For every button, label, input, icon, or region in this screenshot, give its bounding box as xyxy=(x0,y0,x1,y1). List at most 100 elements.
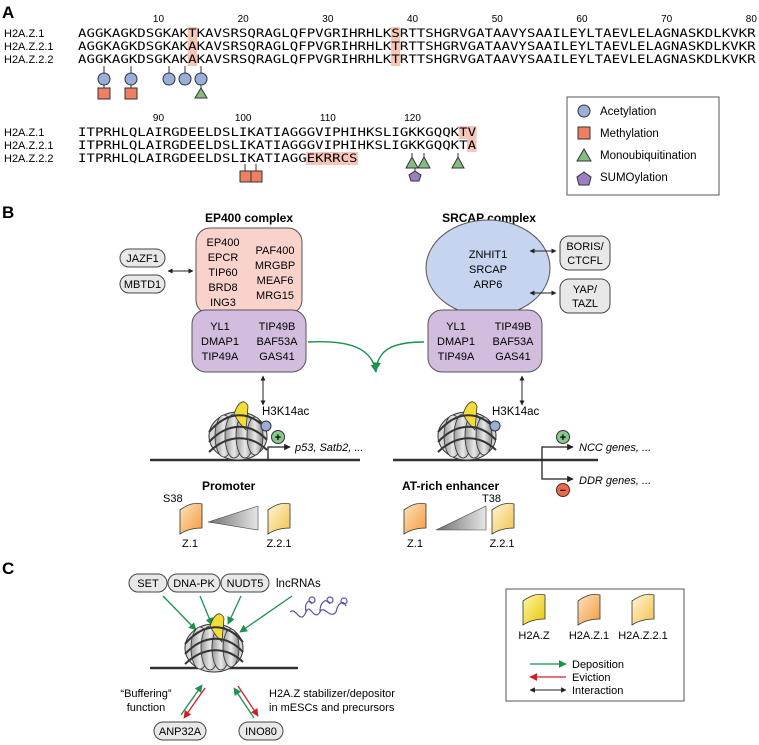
h3k14ac-left: H3K14ac xyxy=(262,406,310,418)
eviction-arrow xyxy=(183,687,206,719)
variant-name: H2A.Z.1 xyxy=(4,28,44,40)
sequence-text: AGGKAGKDSGKAKAKAVSRSQRAGLQFPVGRIHRHLKTRT… xyxy=(78,52,756,66)
sequence-text: AGGKAGKDSGKAKAKAVSRSQRAGLQFPVGRIHRHLKTRT… xyxy=(78,39,756,53)
enhancer-left-variant: Z.1 xyxy=(407,538,423,550)
sumoylation-marker xyxy=(408,170,422,182)
deposition-arrow xyxy=(239,595,293,633)
variant-name: H2A.Z.2.2 xyxy=(4,54,54,66)
ruler-tick: 120 xyxy=(404,113,421,124)
legend-acetylation: Acetylation xyxy=(600,106,656,118)
methylation-marker xyxy=(124,87,138,100)
jazf1-label: JAZF1 xyxy=(126,253,158,265)
variant-name: H2A.Z.2.2 xyxy=(4,153,54,165)
lncrna-icon xyxy=(289,596,348,618)
mbtd1-pill xyxy=(119,274,166,294)
legend-h2az: H2A.Z xyxy=(518,630,549,642)
anp32a-label: ANP32A xyxy=(159,726,202,738)
legend-deposition: Deposition xyxy=(572,659,624,671)
yap-pill xyxy=(559,278,611,314)
left-genes: p53, Satb2, ... xyxy=(294,442,364,454)
variant-z21-icon xyxy=(491,502,515,535)
panel-c-legend: H2A.Z H2A.Z.1 H2A.Z.2.1 Deposition Evict… xyxy=(505,588,685,702)
variant-z21-icon xyxy=(267,502,291,535)
ep400-subunit: DMAP1 xyxy=(201,336,239,348)
srcap-subunit: BAF53A xyxy=(493,336,535,348)
dnapk-label: DNA-PK xyxy=(173,578,215,590)
ep400-subunit: PAF400 xyxy=(256,245,295,257)
legend-h2az1: H2A.Z.1 xyxy=(569,630,609,642)
monoubiquitination-icon xyxy=(576,148,592,162)
acetyl-mark-right xyxy=(489,420,501,432)
ep400-subunit: BAF53A xyxy=(257,336,299,348)
ncc-genes: NCC genes, ... xyxy=(579,442,651,454)
ptm-markers-row2 xyxy=(239,153,465,183)
deposition-arrow xyxy=(162,595,197,631)
anp32a-pill xyxy=(153,721,207,741)
legend-eviction: Eviction xyxy=(572,672,611,684)
legend-interaction: Interaction xyxy=(572,685,623,697)
ruler-tick: 80 xyxy=(746,14,758,25)
variant-z1-icon xyxy=(403,502,427,535)
ep400-subunit: EP400 xyxy=(206,237,239,249)
deposition-arrow xyxy=(199,595,213,626)
variant-name: H2A.Z.2.1 xyxy=(4,140,54,152)
legend-h2az21: H2A.Z.2.1 xyxy=(618,630,668,642)
tazl-label: TAZL xyxy=(572,298,598,310)
ep400-subunit: GAS41 xyxy=(259,351,294,363)
enhancer-right-variant: Z.2.1 xyxy=(489,538,514,550)
legend-sumoylation: SUMOylation xyxy=(600,172,668,184)
jazf1-pill xyxy=(119,248,166,268)
sequence-text: ITPRHLQLAIRGDEELDSLIKATIAGGGVIPHIHKSLIGK… xyxy=(78,125,476,139)
residue-highlight xyxy=(306,152,359,165)
deposition-arrow xyxy=(180,684,203,716)
nucleosome-left-icon xyxy=(208,400,268,461)
srcap-title: SRCAP complex xyxy=(442,211,536,225)
deposition-arrow xyxy=(372,341,425,371)
ruler-tick: 40 xyxy=(407,14,419,25)
panel-c-label: C xyxy=(2,559,14,578)
ep400-subunit: MEAF6 xyxy=(257,275,294,287)
deposition-arrow xyxy=(227,595,242,625)
ubiquitination-marker xyxy=(451,155,465,169)
ep400-title: EP400 complex xyxy=(205,211,293,225)
plus-sign: + xyxy=(275,432,281,444)
panel-b-label: B xyxy=(2,203,14,222)
set-label: SET xyxy=(137,578,159,590)
nudt5-pill xyxy=(220,573,270,593)
ctcfl-label: CTCFL xyxy=(567,255,602,267)
legend-methylation: Methylation xyxy=(600,128,659,140)
ep400-subunit: TIP60 xyxy=(208,267,237,279)
srcap-subunit: ZNHIT1 xyxy=(469,249,508,261)
enhancer-site: T38 xyxy=(482,493,501,505)
residue-highlight xyxy=(187,27,198,66)
ptm-legend: Acetylation Methylation Monoubiquitinati… xyxy=(566,96,720,196)
ep400-bottom-module xyxy=(191,309,307,373)
acetylation-marker xyxy=(124,72,138,86)
acetylation-marker xyxy=(97,72,111,86)
ruler-tick: 110 xyxy=(320,113,336,124)
enhancer-title: AT-rich enhancer xyxy=(402,479,499,493)
eviction-arrow xyxy=(237,685,259,717)
gradient-wedge xyxy=(435,505,487,531)
ruler-tick: 90 xyxy=(153,113,165,124)
ruler-tick: 10 xyxy=(153,14,165,25)
sequence-text: ITPRHLQLAIRGDEELDSLIKATIAGGGVIPHIHKSLIGK… xyxy=(78,138,476,152)
yap-label: YAP/ xyxy=(573,284,598,296)
ruler-tick: 60 xyxy=(576,14,588,25)
residue-highlight xyxy=(467,126,477,152)
acetylation-icon xyxy=(577,104,591,118)
ep400-subunit: TIP49A xyxy=(202,351,239,363)
tss-arrow-upper xyxy=(541,443,574,460)
variant-name: H2A.Z.2.1 xyxy=(4,41,54,53)
stabilizer-line1: H2A.Z stabilizer/depositor xyxy=(269,688,395,700)
promoter-site: S38 xyxy=(163,493,183,505)
methylation-marker xyxy=(239,170,252,183)
srcap-subunit: DMAP1 xyxy=(437,336,475,348)
ep400-subunit: MRG15 xyxy=(256,290,294,302)
boris-label: BORIS/ xyxy=(566,241,604,253)
